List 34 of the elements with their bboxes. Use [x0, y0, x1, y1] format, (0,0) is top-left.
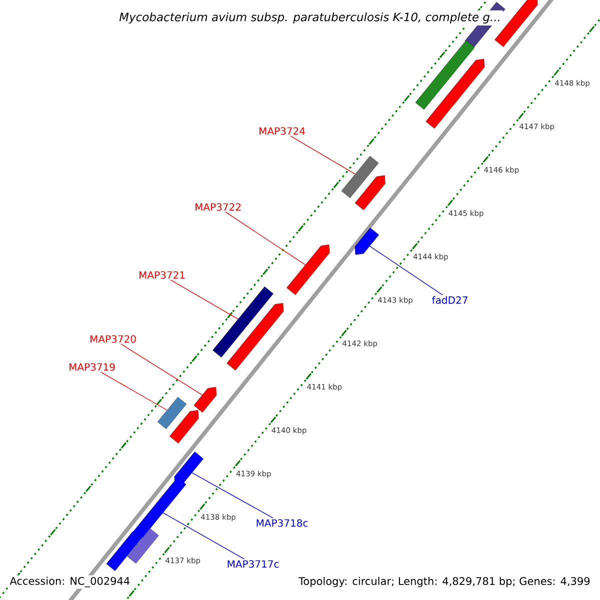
- leader-line: [100, 372, 168, 410]
- gene-block: [226, 303, 284, 370]
- leader-line: [225, 212, 306, 266]
- gene-block: [354, 175, 386, 210]
- map-title: Mycobacterium avium subsp. paratuberculosis K-10, complete g...: [117, 10, 503, 26]
- gene-label: MAP3720: [90, 335, 136, 343]
- gene-bar: [127, 528, 159, 564]
- accession-text: Accession: NC_002944: [8, 575, 132, 589]
- leader-line: [162, 512, 245, 560]
- summary-text: Topology: circular; Length: 4,829,781 bp; Genes: 4,399: [297, 575, 592, 589]
- gene-label: MAP3717c: [228, 560, 279, 568]
- gene-bar: [212, 286, 274, 358]
- gene-bar: [106, 531, 142, 571]
- gene-label: fadD27: [432, 296, 468, 304]
- leader-line: [170, 280, 238, 320]
- leader-line: [369, 246, 443, 296]
- gene-label: MAP3722: [196, 203, 240, 211]
- gene-label: MAP3721: [140, 271, 185, 279]
- gene-bar: [341, 156, 379, 198]
- gene-label: MAP3724: [260, 127, 305, 135]
- gene-block: [170, 410, 199, 444]
- gene-block: [286, 244, 330, 295]
- gene-label: MAP3718c: [256, 519, 308, 527]
- leader-line: [290, 136, 356, 174]
- gene-bar: [415, 40, 475, 110]
- gene-block: [194, 386, 217, 413]
- gene-block: [426, 58, 485, 129]
- gene-bar: [157, 396, 187, 430]
- leader-line: [192, 472, 274, 518]
- gene-label: MAP3719: [70, 363, 115, 371]
- gene-block: [134, 477, 186, 540]
- leader-line: [120, 344, 202, 396]
- gene-block: [174, 452, 204, 485]
- gene-block: [354, 228, 379, 255]
